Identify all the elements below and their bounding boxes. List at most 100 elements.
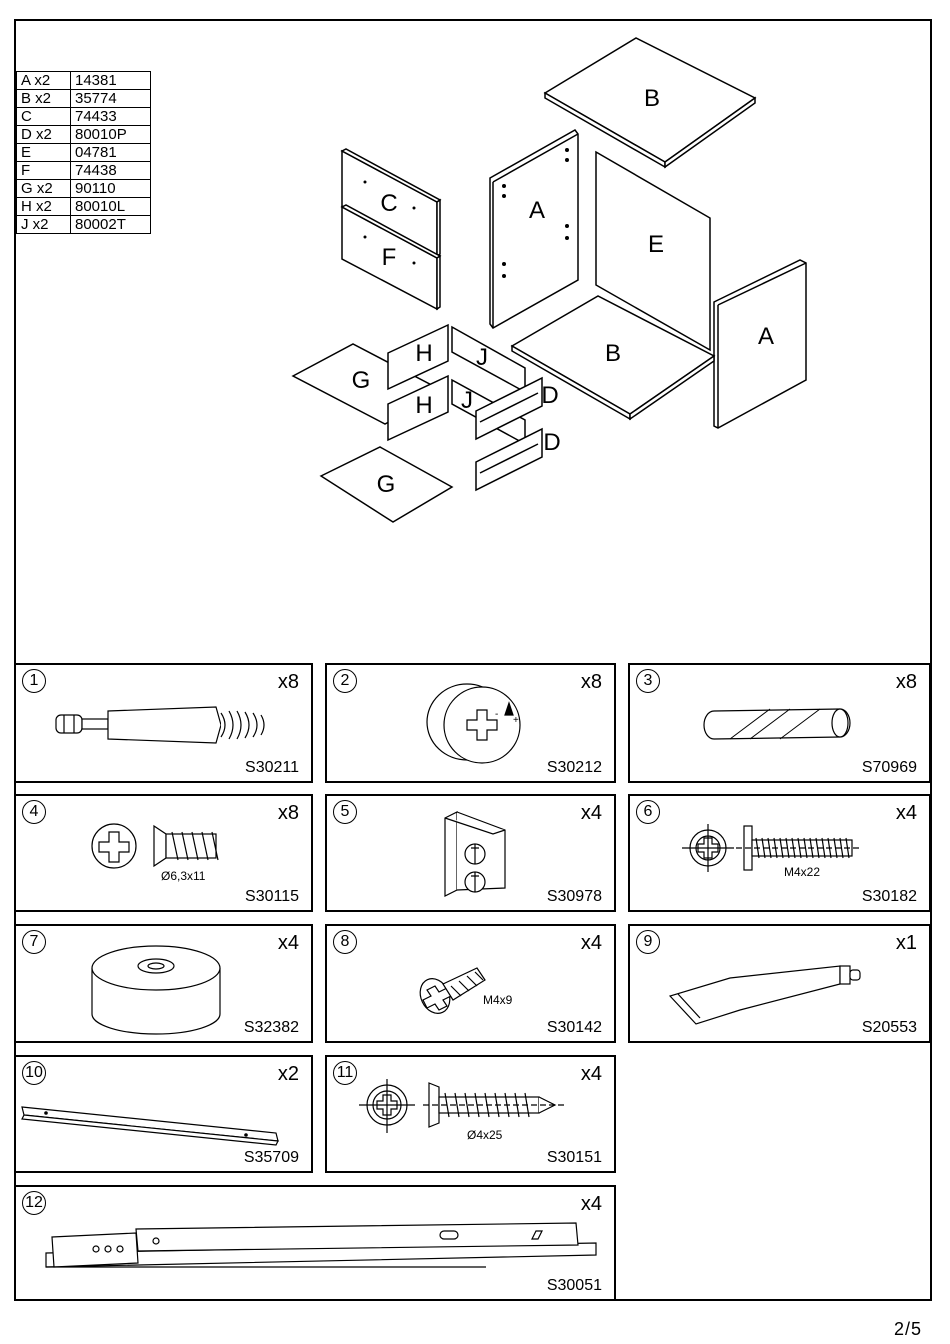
hardware-illustration	[16, 926, 316, 1050]
part-label: C	[16, 107, 71, 126]
hardware-quantity: x2	[277, 1063, 299, 1085]
hardware-quantity: x1	[895, 932, 917, 954]
hardware-quantity: x4	[895, 802, 917, 824]
dim-label: M4x9	[483, 993, 513, 1007]
part-label: J x2	[16, 215, 71, 234]
label-a-right: A	[758, 323, 774, 350]
part-code: 04781	[70, 143, 151, 162]
hardware-code: S30151	[546, 1149, 602, 1166]
part-label: B x2	[16, 89, 71, 108]
hardware-number: 9	[636, 930, 660, 954]
hardware-quantity: x4	[580, 802, 602, 824]
hardware-number: 12	[22, 1191, 46, 1215]
dim-label: Ø6,3x11	[161, 869, 206, 883]
hardware-code: S30978	[546, 888, 602, 905]
hardware-number: 3	[636, 669, 660, 693]
hardware-code: S30051	[546, 1277, 602, 1294]
panel-d-lower	[475, 427, 543, 492]
label-f: F	[382, 244, 397, 271]
label-h-upper: H	[415, 340, 432, 367]
hardware-quantity: x8	[277, 671, 299, 693]
hardware-number: 5	[333, 800, 357, 824]
hardware-illustration: Ø6,3x11	[16, 796, 316, 919]
hardware-number: 8	[333, 930, 357, 954]
svg-text:+: +	[513, 715, 519, 726]
hardware-number: 6	[636, 800, 660, 824]
hardware-number: 7	[22, 930, 46, 954]
panel-g-lower	[319, 446, 454, 523]
hardware-quantity: x8	[580, 671, 602, 693]
label-e: E	[648, 231, 664, 258]
part-code: 80002T	[70, 215, 151, 234]
part-code: 90110	[70, 179, 151, 198]
label-b-bottom: B	[605, 340, 621, 367]
hardware-illustration	[16, 665, 316, 790]
part-label: A x2	[16, 71, 71, 90]
hardware-quantity: x4	[580, 1063, 602, 1085]
hardware-code: S70969	[861, 759, 917, 776]
part-label: F	[16, 161, 71, 180]
part-code: 14381	[70, 71, 151, 90]
label-b-top: B	[644, 85, 660, 112]
part-label: E	[16, 143, 71, 162]
label-c: C	[380, 190, 397, 217]
label-g-upper: G	[352, 367, 371, 394]
hardware-code: S20553	[861, 1019, 917, 1036]
hardware-number: 1	[22, 669, 46, 693]
hardware-illustration	[327, 796, 619, 919]
part-label: H x2	[16, 197, 71, 216]
hardware-code: S35709	[243, 1149, 299, 1166]
label-h-lower: H	[415, 392, 432, 419]
hardware-illustration	[16, 1187, 618, 1308]
hardware-quantity: x4	[580, 1193, 602, 1215]
part-label: G x2	[16, 179, 71, 198]
page-number: 2/5	[893, 1319, 922, 1339]
part-code: 74438	[70, 161, 151, 180]
hardware-number: 10	[22, 1061, 46, 1085]
hardware-code: S30142	[546, 1019, 602, 1036]
label-a-left: A	[529, 197, 545, 224]
dim-label: Ø4x25	[467, 1128, 503, 1142]
assembly-diagram: B A E C F A B G H J H J D D G	[291, 37, 807, 523]
hardware-code: S30182	[861, 888, 917, 905]
part-code: 80010L	[70, 197, 151, 216]
hardware-code: S30211	[245, 759, 299, 776]
hardware-illustration: M4x9	[327, 926, 619, 1050]
hardware-code: S30115	[245, 888, 299, 905]
label-j-lower: J	[461, 387, 473, 414]
dim-label: M4x22	[784, 865, 820, 879]
panel-a-left	[489, 129, 579, 329]
hardware-illustration: M4x22	[630, 796, 933, 919]
panel-e	[595, 150, 711, 352]
svg-text:-: -	[495, 709, 498, 720]
hardware-illustration	[630, 665, 933, 790]
hardware-quantity: x4	[277, 932, 299, 954]
panel-j-upper	[451, 325, 526, 394]
part-label: D x2	[16, 125, 71, 144]
part-code: 35774	[70, 89, 151, 108]
panel-a-right	[713, 259, 807, 429]
hardware-quantity: x8	[277, 802, 299, 824]
hardware-illustration: -+	[327, 665, 619, 790]
part-code: 74433	[70, 107, 151, 126]
label-j-upper: J	[476, 344, 488, 371]
hardware-illustration: Ø4x25	[327, 1057, 619, 1180]
